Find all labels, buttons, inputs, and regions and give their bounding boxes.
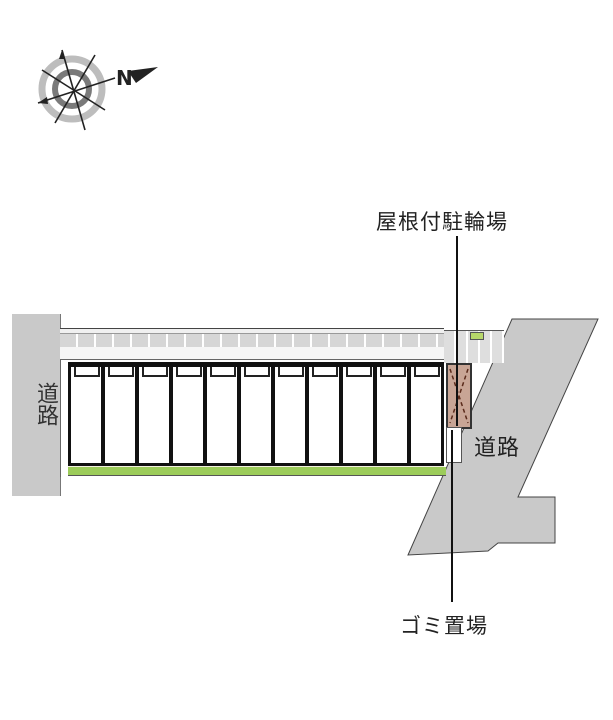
unit-1 — [68, 362, 104, 466]
unit-8 — [306, 362, 342, 466]
unit-3 — [136, 362, 172, 466]
corridor — [60, 347, 444, 360]
unit-9 — [340, 362, 376, 466]
unit-10 — [374, 362, 410, 466]
road-left-label: 道路 — [33, 382, 58, 426]
compass: N — [30, 45, 160, 135]
bicycle-parking-area — [446, 363, 472, 429]
unit-5 — [204, 362, 240, 466]
garbage-label: ゴミ置場 — [400, 614, 488, 638]
bike-parking-leader — [456, 236, 458, 426]
meter-box — [470, 332, 484, 340]
unit-11 — [408, 362, 444, 466]
unit-4 — [170, 362, 206, 466]
north-label: N — [116, 66, 133, 90]
road-right — [407, 318, 599, 556]
road-right-label: 道路 — [474, 436, 521, 461]
site-edge — [60, 359, 61, 477]
garbage-area — [446, 427, 462, 463]
compass-rose-icon: N — [37, 49, 158, 131]
unit-6 — [238, 362, 274, 466]
garbage-leader — [451, 430, 453, 602]
road-left: 道路 — [12, 314, 61, 496]
lawn-strip — [68, 467, 446, 476]
unit-2 — [102, 362, 138, 466]
unit-7 — [272, 362, 308, 466]
boundary-strip — [60, 328, 444, 334]
bicycle-parking-label: 屋根付駐輪場 — [376, 210, 508, 234]
